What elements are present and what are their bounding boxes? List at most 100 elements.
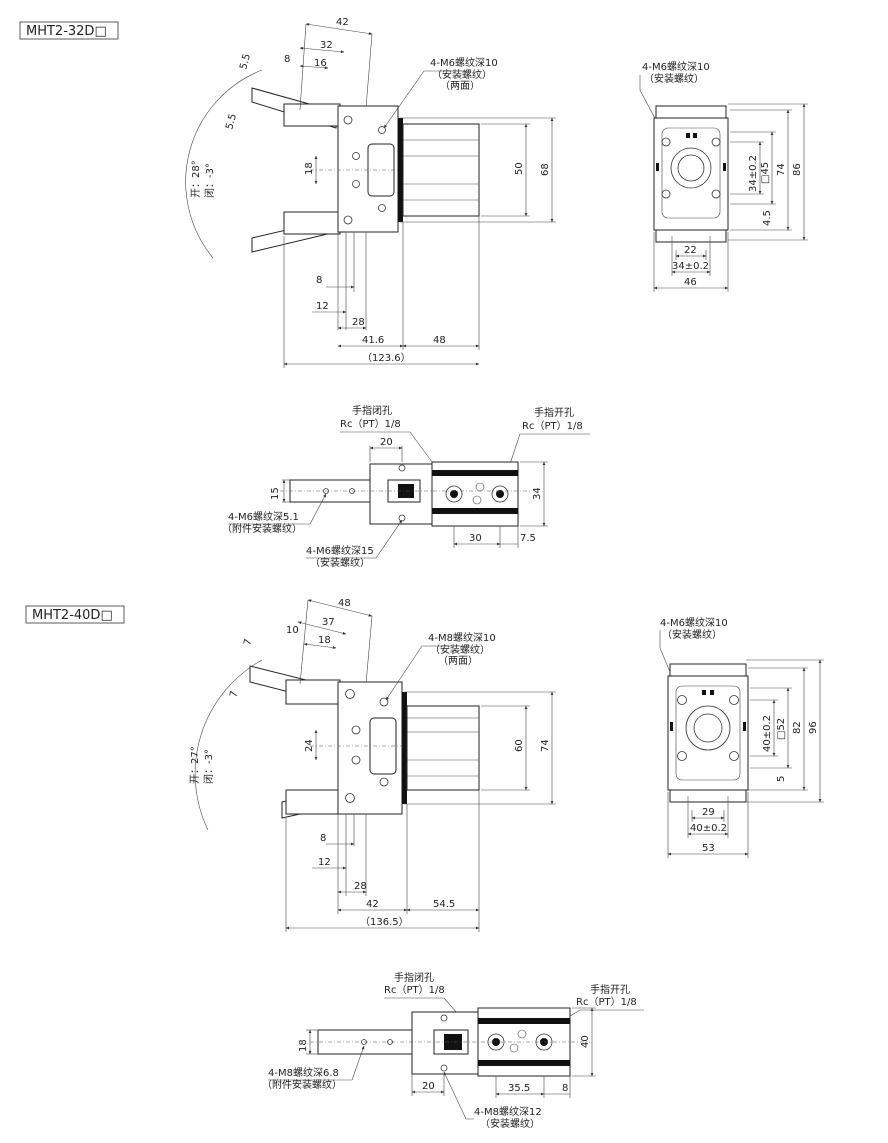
opening-angle-arc xyxy=(185,69,263,259)
mount-hole xyxy=(378,126,386,134)
dim-68: 68 xyxy=(540,163,551,176)
dim-41-6: 41.6 xyxy=(362,335,384,346)
dim-top-48: 48 xyxy=(338,598,351,609)
dim-48: 48 xyxy=(433,335,446,346)
end-dim-square52: □52 xyxy=(776,718,787,740)
cylinder-barrel xyxy=(402,123,480,217)
end-dim-40: 40±0.2 xyxy=(762,715,773,752)
thread-note-line1: 4-M6螺纹深10 xyxy=(430,56,498,69)
attach-thread-note: 4-M6螺纹深5.1 xyxy=(228,510,299,523)
end-view: 4-M6螺纹深10 （安装螺纹） 40±0.2 □52 82 96 5 xyxy=(659,616,824,858)
angle-dim-upper: 5.5 xyxy=(238,53,253,71)
angle-dim-lower: 7 xyxy=(228,690,240,699)
dim-top-18: 18 xyxy=(318,635,331,646)
bottom-dim-40: 40 xyxy=(580,1035,591,1048)
open-port-spec: Rc（PT）1/8 xyxy=(522,420,583,432)
thread-hole xyxy=(352,152,360,160)
end-dim-74: 74 xyxy=(776,163,787,176)
dim-8: 8 xyxy=(320,833,326,844)
dim-top-37: 37 xyxy=(322,617,335,628)
end-dim-40-02: 40±0.2 xyxy=(690,823,727,834)
dim-74: 74 xyxy=(540,739,551,752)
section-mht2-32d: MHT2-32D□ 开：28° 闭：-3° 5.5 5.5 42 32 16 8 xyxy=(19,17,808,569)
bottom-dim-35-5: 35.5 xyxy=(508,1083,530,1094)
finger-closed-upper xyxy=(283,103,341,127)
angle-open-note: 开：28° xyxy=(191,160,202,198)
end-dim-square45: □45 xyxy=(760,162,771,184)
end-dim-86: 86 xyxy=(792,163,803,176)
end-dim-5: 5 xyxy=(776,776,787,782)
open-port-spec: Rc（PT）1/8 xyxy=(576,996,637,1008)
dim-12: 12 xyxy=(318,857,331,868)
end-dim-46: 46 xyxy=(684,277,697,288)
dim-18: 18 xyxy=(304,162,315,175)
bottom-dim-18: 18 xyxy=(298,1039,309,1052)
side-view: 开：28° 闭：-3° 5.5 5.5 42 32 16 8 xyxy=(185,17,556,368)
thread-note-line2: （安装螺纹） xyxy=(432,68,492,81)
bottom-dim-8: 8 xyxy=(562,1083,568,1094)
bottom-view: 手指闭孔 Rc（PT）1/8 手指开孔 Rc（PT）1/8 18 40 xyxy=(262,971,644,1130)
mount-hole xyxy=(711,189,721,199)
end-body xyxy=(667,675,749,791)
mount-thread-note-sub: （安装螺纹） xyxy=(310,556,370,569)
section-mht2-40d: MHT2-40D□ 开：27° 闭：-3° 7 7 48 37 18 10 xyxy=(25,598,824,1130)
angle-close-note: 闭：-3° xyxy=(203,163,216,198)
mount-hole xyxy=(343,215,353,225)
end-dim-34: 34±0.2 xyxy=(748,155,759,192)
attach-thread-note-sub: （附件安装螺纹） xyxy=(262,1078,342,1091)
close-port-spec: Rc（PT）1/8 xyxy=(340,418,401,430)
mount-thread-note-sub: （安装螺纹） xyxy=(480,1117,540,1130)
model-label: MHT2-32D□ xyxy=(26,24,107,39)
model-label-box xyxy=(19,21,119,40)
close-port-label: 手指闭孔 xyxy=(352,404,392,417)
body-window xyxy=(367,143,395,197)
end-thread-note-line1: 4-M6螺纹深10 xyxy=(660,616,728,629)
mount-thread-note: 4-M6螺纹深15 xyxy=(306,544,374,557)
dim-54-5: 54.5 xyxy=(433,899,455,910)
model-label-box xyxy=(25,605,125,624)
bottom-dim-30: 30 xyxy=(469,533,482,544)
dim-28: 28 xyxy=(352,317,365,328)
end-thread-note-line2: （安装螺纹） xyxy=(644,72,704,85)
end-dim-82: 82 xyxy=(792,721,803,734)
bottom-view: 手指闭孔 Rc（PT）1/8 手指开孔 Rc（PT）1/8 20 xyxy=(222,404,590,569)
thread-note-line3: （两面） xyxy=(440,80,480,92)
dim-top-42: 42 xyxy=(336,17,349,28)
thread-hole xyxy=(352,180,360,188)
dim-50: 50 xyxy=(514,162,525,175)
attach-thread-note: 4-M8螺纹深6.8 xyxy=(268,1066,339,1079)
bore-outer xyxy=(670,147,712,189)
bottom-dim-34: 34 xyxy=(532,487,543,500)
mount-hole xyxy=(343,115,353,125)
bottom-dim-7-5: 7.5 xyxy=(520,533,536,544)
end-view: 4-M6螺纹深10 （安装螺纹） 34±0.2 □45 74 xyxy=(639,60,808,292)
dim-top-10: 10 xyxy=(286,625,299,636)
dim-60: 60 xyxy=(514,739,525,752)
bottom-dim-20: 20 xyxy=(380,437,393,448)
mount-hole xyxy=(711,137,721,147)
end-thread-note-line1: 4-M6螺纹深10 xyxy=(642,60,710,73)
angle-dim-lower: 5.5 xyxy=(224,113,239,131)
dim-top-32: 32 xyxy=(320,40,333,51)
bottom-dim-20: 20 xyxy=(422,1081,435,1092)
angle-open-note: 开：27° xyxy=(190,746,201,784)
end-dim-53: 53 xyxy=(702,843,715,854)
end-thread-note-line2: （安装螺纹） xyxy=(662,628,722,641)
dim-42: 42 xyxy=(366,899,379,910)
cylinder-flange xyxy=(398,118,403,222)
dim-8: 8 xyxy=(316,275,322,286)
dim-123-6: （123.6） xyxy=(362,352,411,364)
close-port-label: 手指闭孔 xyxy=(394,971,434,984)
dim-top-16: 16 xyxy=(314,58,327,69)
dim-24: 24 xyxy=(304,739,315,752)
angle-close-note: 闭：-3° xyxy=(202,749,215,784)
end-body xyxy=(653,117,729,231)
end-dim-22: 22 xyxy=(684,245,697,256)
end-dim-4-5: 4.5 xyxy=(762,210,773,226)
end-dim-29: 29 xyxy=(702,807,715,818)
model-label: MHT2-40D□ xyxy=(32,608,113,623)
dim-28: 28 xyxy=(354,881,367,892)
dim-top-8: 8 xyxy=(284,54,290,65)
mount-thread-note: 4-M8螺纹深12 xyxy=(474,1105,542,1118)
